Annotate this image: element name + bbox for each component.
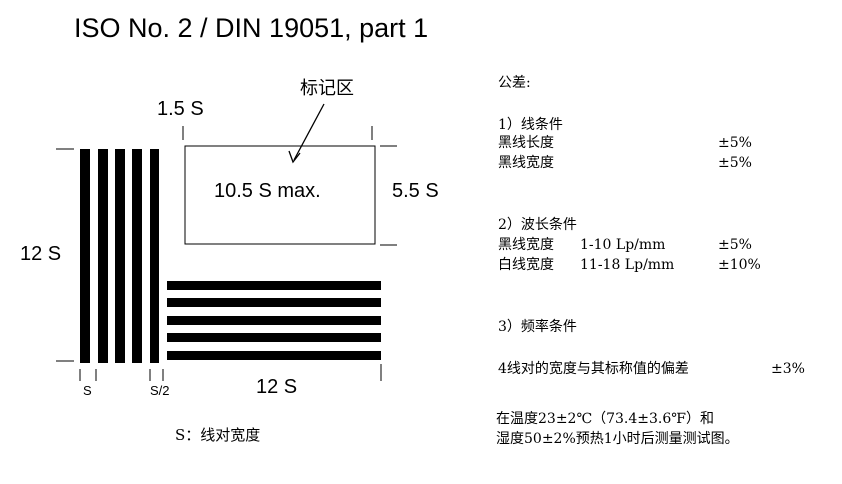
row-label: 白线宽度 [498, 257, 554, 273]
vertical-bar [150, 149, 159, 363]
marking-arrow [288, 103, 325, 164]
page-title: ISO No. 2 / DIN 19051, part 1 [74, 13, 429, 43]
section2-row: 黑线宽度 1-10 Lp/mm ±5% [498, 238, 798, 252]
horizontal-bar [167, 316, 381, 325]
vertical-bar [80, 149, 90, 363]
section2-heading: 2）波长条件 [498, 217, 577, 233]
marking-box [184, 145, 376, 245]
dimension-12s-bottom-label: 12 S [256, 376, 298, 398]
vertical-bars [80, 149, 159, 363]
footer-note-line1: 在温度23±2℃（73.4±3.6℉）和 [496, 411, 714, 427]
horizontal-bar [167, 351, 381, 360]
horizontal-bars [167, 281, 381, 360]
section2-row: 白线宽度 11-18 Lp/mm ±10% [498, 258, 798, 272]
section1-heading: 1）线条件 [498, 117, 563, 133]
vertical-bar [98, 149, 108, 363]
row-value: ±5% [718, 237, 752, 253]
footer-note-line2: 湿度50±2%预热1小时后测量测试图。 [496, 431, 739, 447]
row-label: 黑线宽度 [498, 155, 554, 171]
box-size-label: 10.5 S max. [214, 180, 321, 202]
dimension-s-label: S [83, 383, 92, 398]
row-range: 1-10 Lp/mm [580, 237, 666, 253]
dimension-ticks [56, 126, 397, 381]
marking-area-label: 标记区 [300, 78, 354, 99]
horizontal-bar [167, 298, 381, 307]
section3-heading: 3）频率条件 [498, 319, 577, 335]
row-value: ±5% [718, 135, 752, 151]
row-label: 黑线长度 [498, 135, 554, 151]
tolerance-heading: 公差: [498, 75, 531, 91]
dimension-5-5s-label: 5.5 S [392, 180, 439, 202]
section3-row: 4线对的宽度与其标称值的偏差 ±3% [498, 362, 828, 376]
dimension-1-5s-label: 1.5 S [157, 98, 204, 120]
row-range: 11-18 Lp/mm [580, 257, 675, 273]
legend-s-definition: S：线对宽度 [175, 426, 261, 444]
row-value: ±3% [771, 361, 805, 377]
dimension-12s-left-label: 12 S [20, 243, 62, 265]
row-label: 黑线宽度 [498, 237, 554, 253]
horizontal-bar [167, 333, 381, 342]
vertical-bar [115, 149, 125, 363]
row-value: ±10% [718, 257, 761, 273]
section1-row: 黑线宽度 ±5% [498, 156, 798, 170]
row-value: ±5% [718, 155, 752, 171]
row-label: 4线对的宽度与其标称值的偏差 [498, 361, 689, 377]
section1-row: 黑线长度 ±5% [498, 136, 798, 150]
dimension-s2-label: S/2 [150, 383, 170, 398]
horizontal-bar [167, 281, 381, 290]
vertical-bar [132, 149, 142, 363]
